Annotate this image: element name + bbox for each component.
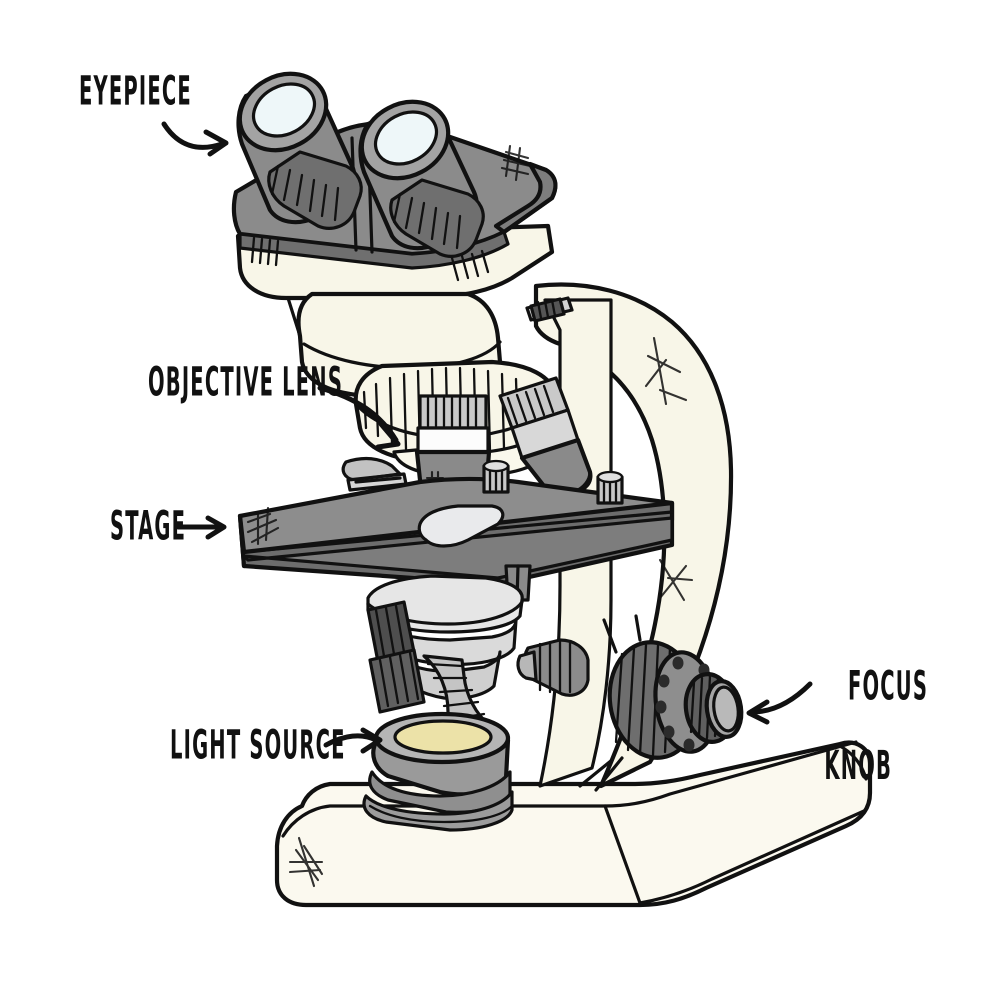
stage-hatching [246,506,280,546]
arrow-light-source [323,733,379,748]
base-hatching [288,836,324,888]
objective-knurl [426,396,478,428]
part-eyepiece-left [236,71,363,230]
label-light-source: LIGHT SOURCE [170,722,346,769]
arm-hatching-upper [644,336,688,406]
stage-knob-b [596,470,624,505]
label-focus-knob-line2: KNOB [824,742,893,790]
part-light-source [362,711,514,832]
label-focus-knob-line1: FOCUS [847,663,929,711]
part-diaphragm-knob-right [516,638,590,697]
eyepiece-right-knurl [392,192,462,250]
label-focus-knob: FOCUS KNOB [816,628,928,865]
head-ribs-right [450,249,490,282]
part-stage [237,459,675,602]
condenser-knob-lower [368,648,426,714]
label-eyepiece: EYEPIECE [79,68,192,115]
stage-knob-a [482,459,510,494]
label-arrows [161,121,813,754]
eyepiece-left-knurl [270,164,340,222]
arrow-focus-knob [749,681,813,715]
part-base [274,740,873,908]
part-focus-knob [578,614,744,792]
head-ribs-left [250,236,280,267]
label-objective-lens: OBJECTIVE LENS [148,359,344,406]
head-hatching [500,144,532,182]
arm-hatching-lower [658,558,694,602]
arrow-eyepiece [161,121,225,150]
label-stage: STAGE [110,503,187,550]
part-eyepiece-right [358,99,485,258]
